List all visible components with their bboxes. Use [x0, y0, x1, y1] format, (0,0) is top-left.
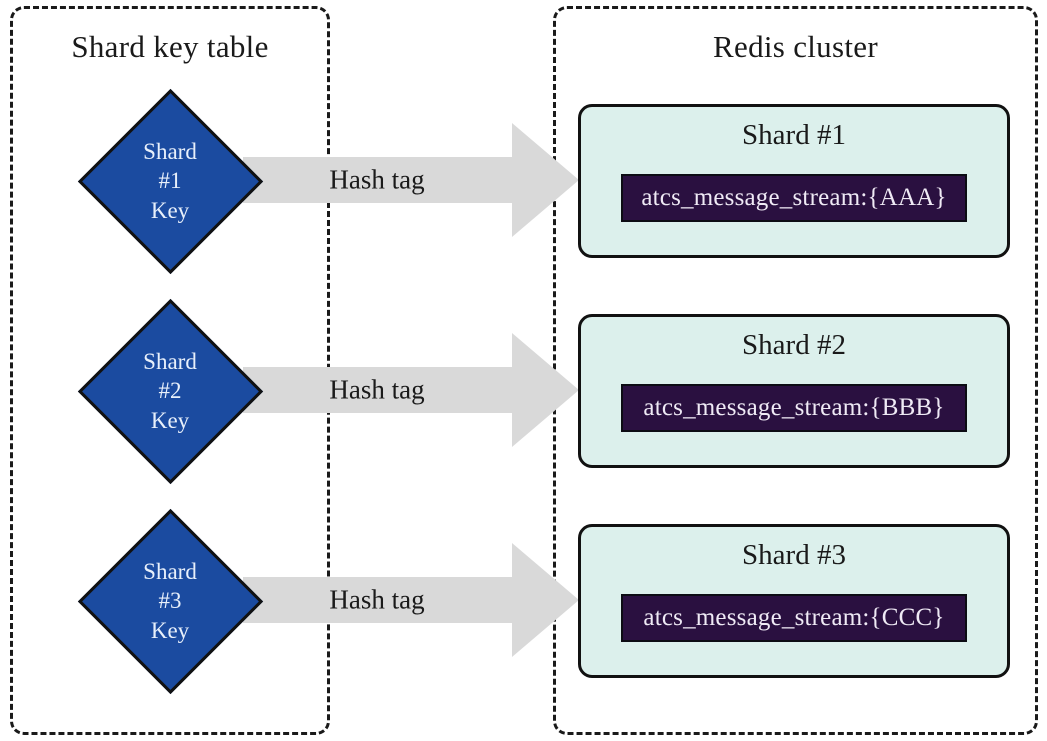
panel-title-redis-cluster: Redis cluster [713, 29, 878, 64]
stream-key-chip-2[interactable]: atcs_message_stream:{BBB} [621, 384, 967, 432]
panel-title-shard-key-table: Shard key table [71, 29, 269, 64]
shard-box-1[interactable]: Shard #1 atcs_message_stream:{AAA} [578, 104, 1010, 258]
shard-key-diamond-2[interactable]: Shard #2 Key [77, 298, 263, 484]
block-arrow-icon [243, 123, 579, 237]
shard-box-title-3: Shard #3 [742, 539, 846, 571]
shard-key-diamond-1[interactable]: Shard #1 Key [77, 88, 263, 274]
stream-key-text-1: atcs_message_stream:{AAA} [641, 184, 947, 211]
stream-key-text-2: atcs_message_stream:{BBB} [643, 394, 945, 421]
diamond-shape [77, 298, 263, 484]
shard-key-diamond-3[interactable]: Shard #3 Key [77, 508, 263, 694]
diamond-shape [77, 88, 263, 274]
block-arrow-icon [243, 333, 579, 447]
stream-key-chip-1[interactable]: atcs_message_stream:{AAA} [621, 174, 967, 222]
hash-tag-arrow-1: Hash tag [243, 120, 579, 240]
shard-box-title-1: Shard #1 [742, 119, 846, 151]
stream-key-chip-3[interactable]: atcs_message_stream:{CCC} [621, 594, 967, 642]
shard-box-2[interactable]: Shard #2 atcs_message_stream:{BBB} [578, 314, 1010, 468]
shard-box-3[interactable]: Shard #3 atcs_message_stream:{CCC} [578, 524, 1010, 678]
diamond-shape [77, 508, 263, 694]
hash-tag-arrow-2: Hash tag [243, 330, 579, 450]
hash-tag-arrow-3: Hash tag [243, 540, 579, 660]
stream-key-text-3: atcs_message_stream:{CCC} [643, 604, 945, 631]
shard-box-title-2: Shard #2 [742, 329, 846, 361]
block-arrow-icon [243, 543, 579, 657]
